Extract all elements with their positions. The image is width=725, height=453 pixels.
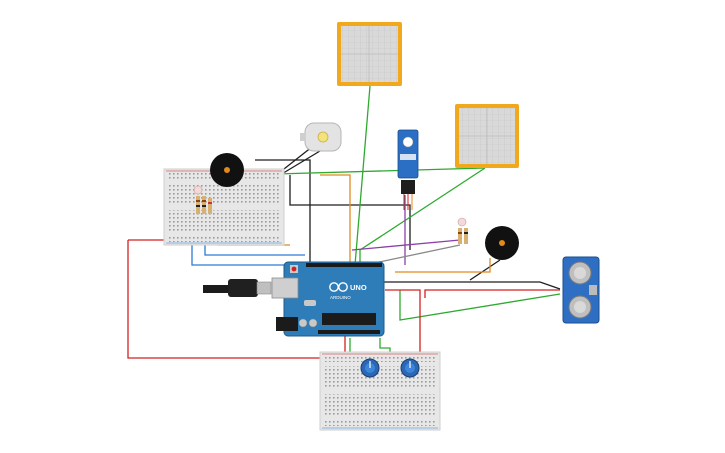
wire-red-3[interactable] (385, 289, 421, 355)
dc-motor[interactable] (300, 122, 342, 152)
wire-red-1[interactable] (127, 240, 320, 359)
resistor-group-right[interactable] (458, 228, 468, 244)
servo-motor[interactable] (397, 129, 419, 210)
wire-green-2[interactable] (359, 167, 486, 265)
wire-black-5[interactable] (380, 281, 561, 290)
wire-green-3[interactable] (275, 167, 486, 175)
wire-orange-1[interactable] (320, 174, 351, 265)
potentiometer-1[interactable] (360, 358, 380, 378)
wire-purple-2[interactable] (351, 239, 461, 251)
board-logo-text: UNO (350, 283, 367, 292)
usb-cable[interactable] (203, 279, 272, 297)
wire-red-4[interactable] (424, 289, 560, 298)
arduino-logo-icon (329, 282, 348, 292)
board-brand-text: ARDUINO (330, 295, 351, 300)
resistor-group-left[interactable] (196, 196, 212, 214)
piezo-buzzer-left[interactable] (210, 153, 244, 187)
piezo-buzzer-right[interactable] (485, 226, 519, 260)
led-right[interactable] (457, 217, 467, 227)
breadboard-bottom[interactable] (319, 351, 441, 431)
led-left[interactable] (193, 185, 203, 195)
potentiometer-2[interactable] (400, 358, 420, 378)
wire-green-5[interactable] (399, 290, 561, 321)
wire-orange-3[interactable] (395, 258, 491, 273)
solar-panel-top[interactable] (337, 22, 402, 86)
ultrasonic-sensor[interactable] (562, 256, 600, 324)
solar-panel-right[interactable] (455, 104, 519, 168)
wire-black-1[interactable] (255, 159, 311, 265)
arduino-uno[interactable]: UNO ARDUINO (271, 261, 385, 337)
wire-black-6[interactable] (469, 259, 501, 281)
wire-green-1[interactable] (354, 85, 371, 266)
